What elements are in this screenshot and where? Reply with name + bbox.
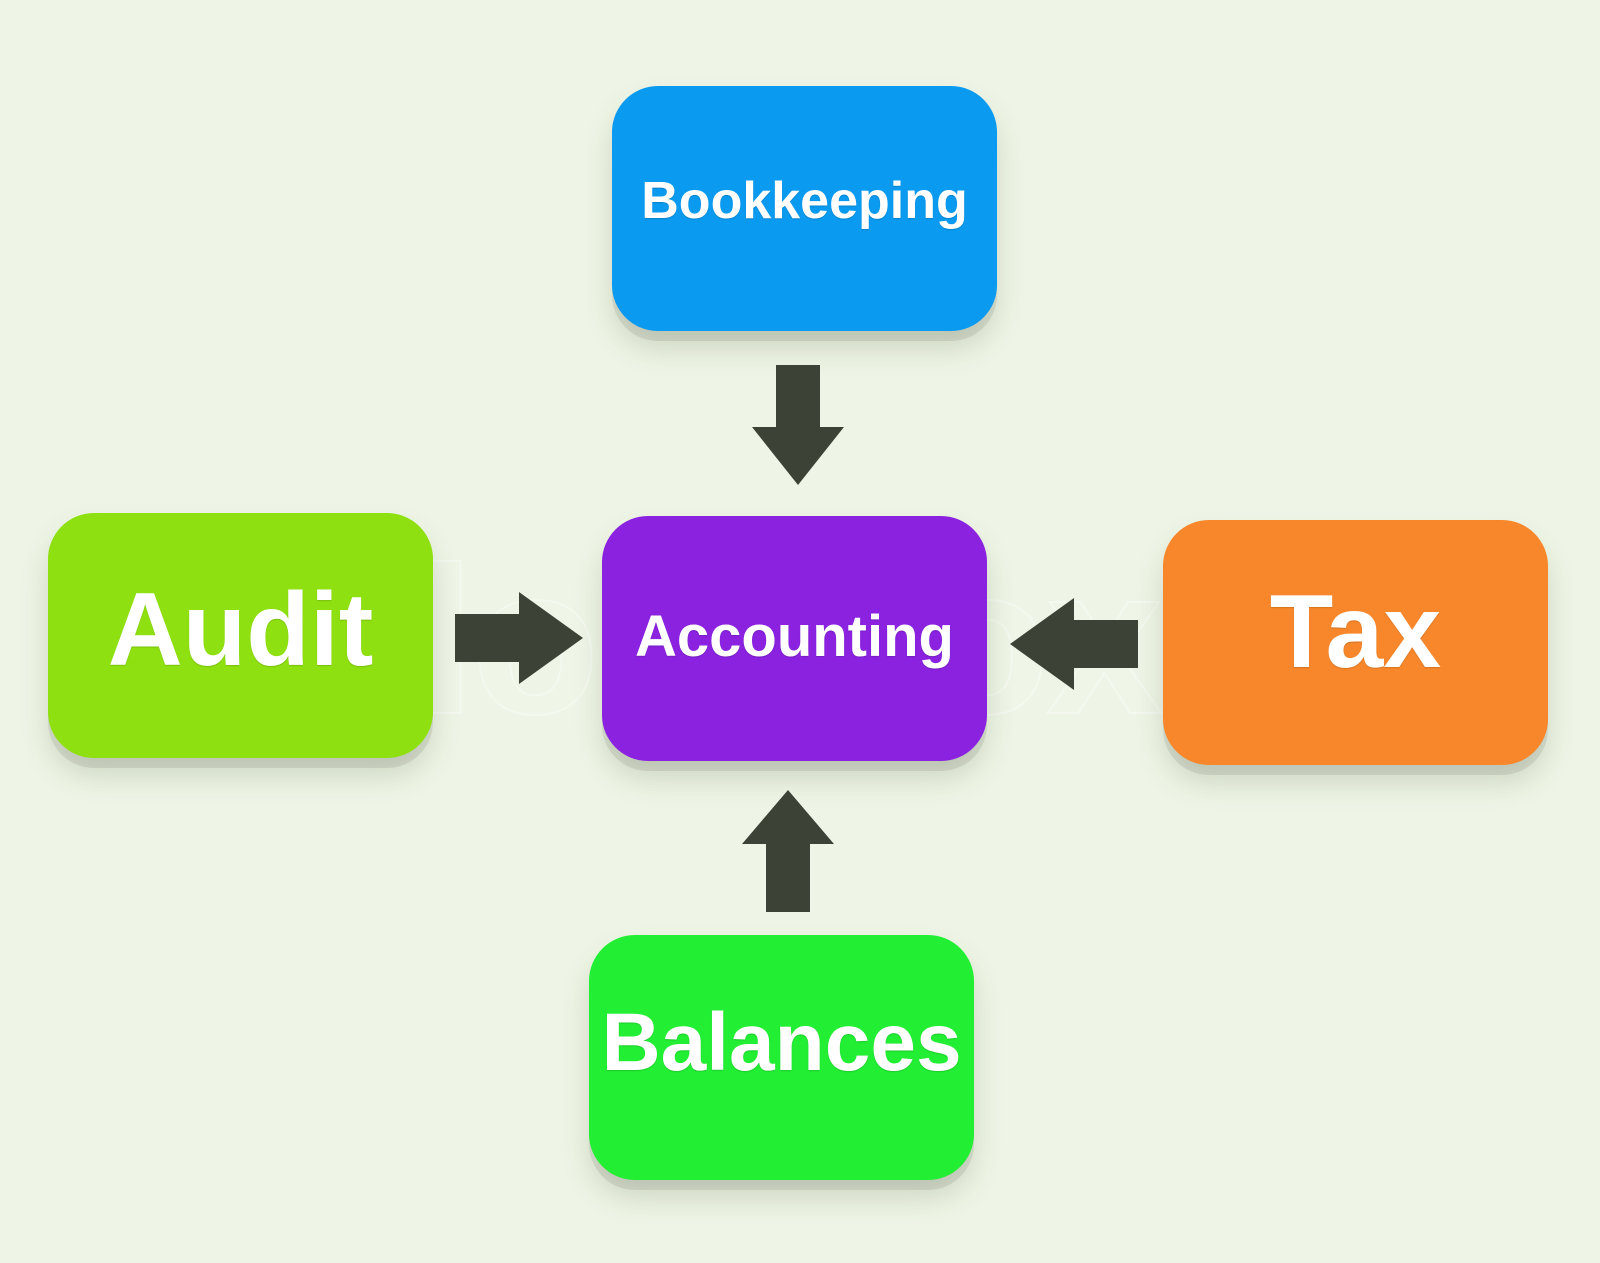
audit-box: Audit [48, 513, 433, 758]
arrow-left-icon [1010, 598, 1138, 690]
accounting-box: Accounting [602, 516, 987, 761]
arrow-down-icon [752, 365, 844, 485]
tax-label: Tax [1269, 574, 1442, 690]
balances-label: Balances [601, 996, 962, 1088]
audit-label: Audit [107, 572, 374, 688]
arrow-right-icon [455, 592, 583, 684]
accounting-label: Accounting [635, 604, 954, 669]
arrow-up-icon [742, 790, 834, 912]
tax-box: Tax [1163, 520, 1548, 765]
bookkeeping-box: Bookkeeping [612, 86, 997, 331]
balances-box: Balances [589, 935, 974, 1180]
bookkeeping-label: Bookkeeping [641, 171, 968, 230]
